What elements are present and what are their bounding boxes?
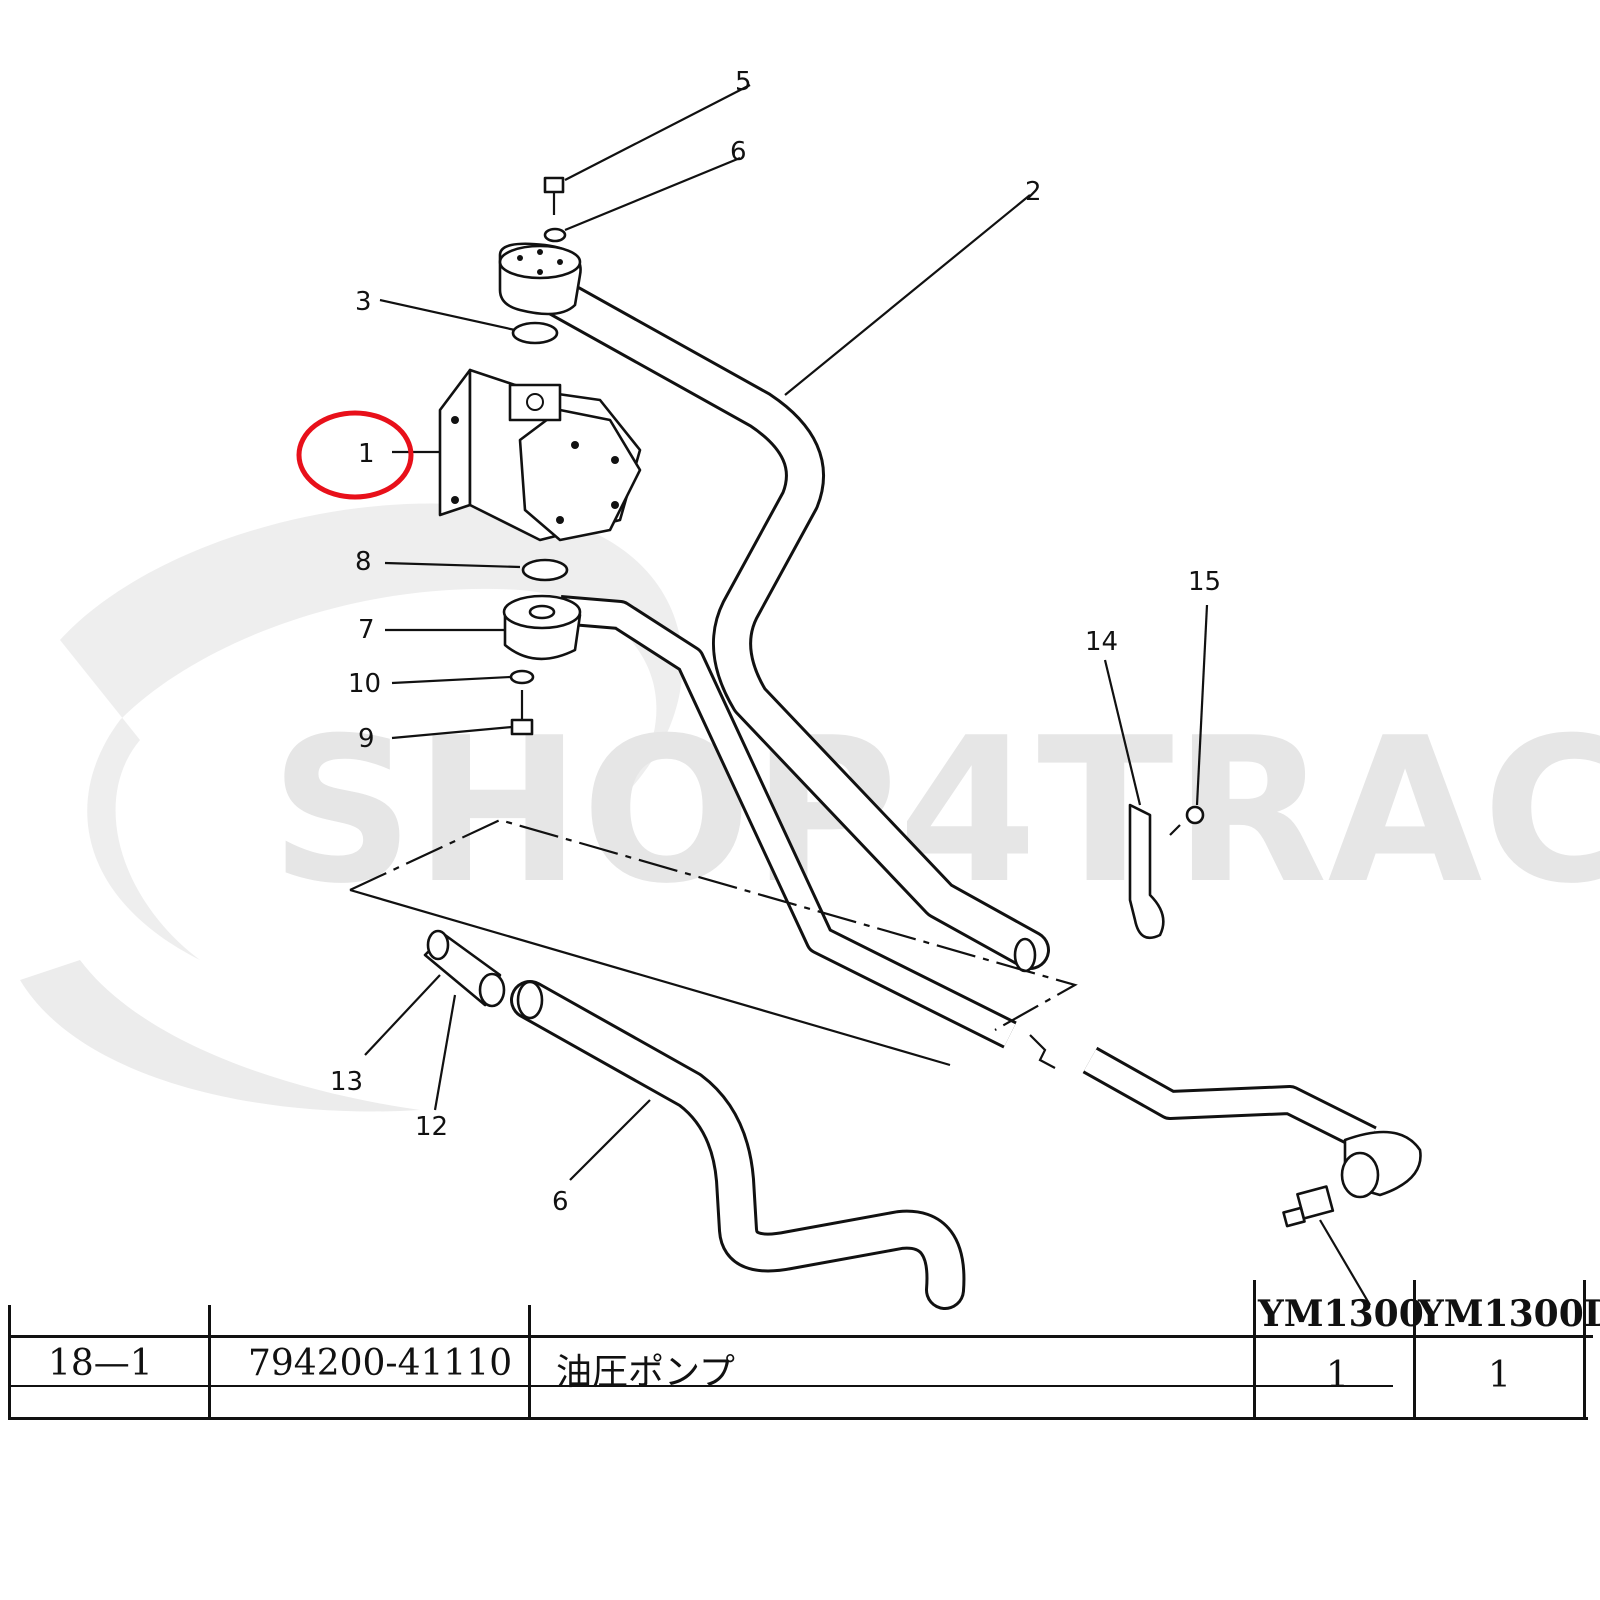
pipe-7 <box>558 595 1377 1154</box>
bolt-9 <box>510 690 534 736</box>
ref-number: 18—1 <box>48 1343 153 1384</box>
part-description: 油圧ポンプ <box>556 1352 735 1393</box>
callout-6: 6 <box>552 1187 569 1217</box>
callout-10: 10 <box>348 669 381 699</box>
callout-12: 12 <box>415 1112 448 1142</box>
header-model-b: YM1300D <box>1418 1293 1600 1335</box>
watermark: SHOP4TRAC <box>20 503 1600 1112</box>
elbow-fitting <box>1340 1130 1422 1199</box>
callout-7: 7 <box>358 615 375 645</box>
qty-model-a: 1 <box>1326 1355 1349 1396</box>
lower-flange-7 <box>502 594 582 661</box>
parts-diagram: SHOP4TRAC <box>20 67 1600 1310</box>
hydraulic-pump <box>438 368 642 542</box>
callout-1: 1 <box>358 439 375 469</box>
callout-4: 5 <box>735 67 752 97</box>
callout-3: 3 <box>355 287 372 317</box>
qty-model-b: 1 <box>1488 1355 1511 1396</box>
bolt-4 <box>543 176 565 215</box>
bracket-14 <box>1128 803 1165 940</box>
callout-5: 6 <box>730 137 747 167</box>
callout-14: 14 <box>1085 627 1118 657</box>
callout-2: 2 <box>1025 177 1042 207</box>
screw-15 <box>1169 805 1205 836</box>
parts-table: YM1300 YM1300D 18—1 794200-41110 油圧ポンプ 1… <box>8 1280 1600 1420</box>
nipple-fitting <box>1282 1185 1335 1228</box>
callout-labels: 5 6 2 3 1 8 7 10 9 15 14 13 12 6 <box>330 67 1221 1217</box>
pipe-2 <box>525 270 1050 973</box>
upper-flange <box>498 242 582 316</box>
o-ring-8 <box>521 558 569 582</box>
washer-10 <box>509 669 535 685</box>
o-ring-3 <box>511 321 559 345</box>
callout-15: 15 <box>1188 567 1221 597</box>
leader-lines <box>364 84 1371 1306</box>
part-number: 794200-41110 <box>248 1343 513 1384</box>
hose-clamp <box>423 929 506 1008</box>
highlight-circle <box>296 410 414 500</box>
callout-13: 13 <box>330 1067 363 1097</box>
washer-5 <box>543 227 567 243</box>
assembly-plane-outline <box>349 818 1078 1031</box>
callout-8: 8 <box>355 547 372 577</box>
pipe-6 <box>510 980 966 1310</box>
header-model-a: YM1300 <box>1258 1293 1424 1335</box>
callout-9: 9 <box>358 724 375 754</box>
